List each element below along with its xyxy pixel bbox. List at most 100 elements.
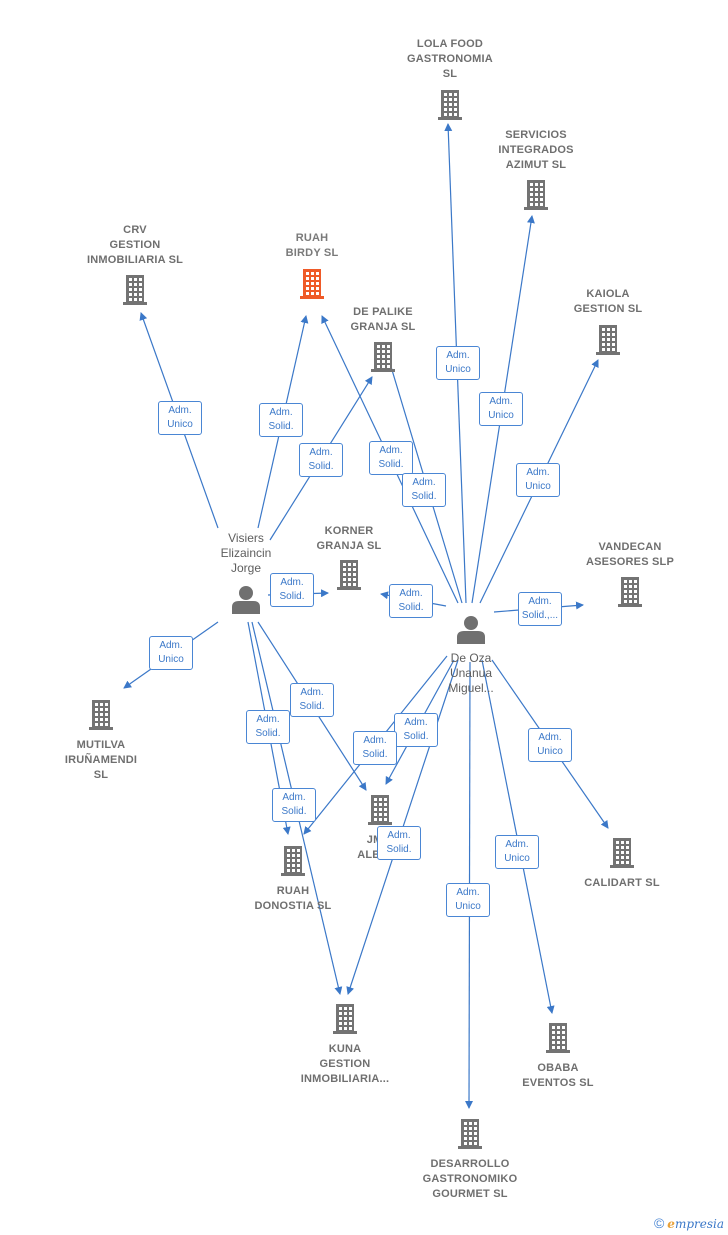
building-icon-jm[interactable] (368, 795, 392, 825)
company-label-line: GESTION (319, 1058, 371, 1070)
role-badge-deoza-jm[interactable]: Adm.Solid. (394, 713, 438, 747)
building-icon-de-palike[interactable] (371, 342, 395, 372)
role-badge-text: Adm. (282, 792, 306, 803)
company-label-line: GRANJA SL (316, 540, 382, 552)
company-label-line: ASESORES SLP (586, 556, 674, 568)
role-badge-text: Solid. (281, 806, 307, 817)
building-icon-ruah-donostia[interactable] (281, 846, 305, 876)
building-icon-mutilva[interactable] (89, 700, 113, 730)
role-badge-text: Unico (537, 746, 563, 757)
building-icon-obaba[interactable] (546, 1023, 570, 1053)
role-badge-text: Solid. (255, 728, 281, 739)
role-badge-text: Adm. (363, 735, 387, 746)
role-badge-visiers-kuna[interactable]: Adm. Solid. (272, 788, 316, 822)
role-badge-text: Unico (455, 901, 481, 912)
role-badge-deoza-servicios[interactable]: Adm.Unico (479, 392, 523, 426)
role-badge-visiers-korner[interactable]: Adm.Solid. (270, 573, 314, 607)
company-label-line: INTEGRADOS (498, 144, 574, 156)
building-icon-calidart[interactable] (610, 838, 634, 868)
role-badge-deoza-korner[interactable]: Adm. Solid. (389, 584, 433, 618)
company-label-line: GOURMET SL (432, 1188, 508, 1200)
role-badge-text: Solid. (308, 461, 334, 472)
company-label-line: RUAH (276, 885, 310, 897)
role-badge-deoza-lola[interactable]: Adm.Unico (436, 346, 480, 380)
building-icon-crv[interactable] (123, 275, 147, 305)
role-badge-visiers-ruah-donostia[interactable]: Adm.Solid. (246, 710, 290, 744)
role-badge-text: Adm. (505, 839, 529, 850)
role-badge-deoza-kaiola[interactable]: Adm.Unico (516, 463, 560, 497)
building-icon-korner[interactable] (337, 560, 361, 590)
building-icon-vandecan[interactable] (618, 577, 642, 607)
company-label-lola[interactable]: LOLA FOOD GASTRONOMIA SL (385, 37, 515, 82)
role-badge-text: Solid. (378, 459, 404, 470)
company-label-desarrollo[interactable]: DESARROLLO GASTRONOMIKO GOURMET SL (405, 1157, 535, 1202)
company-label-line: IRUÑAMENDI (64, 754, 138, 766)
role-badge-text: Solid. (386, 844, 412, 855)
role-badge-text: Adm. (526, 467, 550, 478)
brand-logo: empresia (667, 1217, 724, 1231)
role-badge-visiers-ruah-birdy[interactable]: Adm.Solid. (259, 403, 303, 437)
role-badge-text: Adm. (269, 407, 293, 418)
company-label-line: DESARROLLO (430, 1158, 510, 1170)
role-badge-visiers-crv[interactable]: Adm.Unico (158, 401, 202, 435)
role-badge-visiers-de-palike[interactable]: Adm. Solid. (299, 443, 343, 477)
company-label-line: BIRDY SL (285, 247, 339, 259)
company-label-line: EVENTOS SL (522, 1077, 594, 1089)
role-badge-text: Adm. (379, 445, 403, 456)
role-badge-deoza-ruah-donostia[interactable]: Adm. Solid. (353, 731, 397, 765)
role-badge-text: Adm. (159, 640, 183, 651)
building-icon-servicios[interactable] (524, 180, 548, 210)
company-label-calidart[interactable]: CALIDART SL (557, 876, 687, 891)
person-label-line: De Oza (450, 651, 492, 665)
building-icon-kuna[interactable] (333, 1004, 357, 1034)
building-icon-lola[interactable] (438, 90, 462, 120)
role-badge-text: Solid. (398, 602, 424, 613)
role-badge-text: Adm. (309, 447, 333, 458)
role-badge-deoza-calidart[interactable]: Adm.Unico (528, 728, 572, 762)
role-badge-deoza-ruah-birdy[interactable]: Adm. Solid. (369, 441, 413, 475)
role-badge-visiers-mutilva[interactable]: Adm.Unico (149, 636, 193, 670)
company-label-line: SL (442, 68, 458, 80)
role-badge-text: Adm. (168, 405, 192, 416)
role-badge-text: Adm. (399, 588, 423, 599)
building-icon-ruah-birdy[interactable] (300, 269, 324, 299)
role-badge-deoza-desarrollo[interactable]: Adm.Unico (446, 883, 490, 917)
company-label-line: LOLA FOOD (416, 38, 484, 50)
role-badge-text: Adm. (446, 350, 470, 361)
role-badge-text: Solid. (362, 749, 388, 760)
role-badge-text: Unico (488, 410, 514, 421)
company-label-ruah-birdy[interactable]: RUAH BIRDY SL (247, 231, 377, 261)
person-icon-visiers[interactable] (232, 586, 260, 614)
company-label-line: RUAH (295, 232, 329, 244)
company-label-line: GASTRONOMIKO (422, 1173, 518, 1185)
person-icon-deoza[interactable] (457, 616, 485, 644)
building-icon-desarrollo[interactable] (458, 1119, 482, 1149)
copyright-icon: © (653, 1215, 665, 1231)
building-icon-kaiola[interactable] (596, 325, 620, 355)
role-badge-deoza-de-palike[interactable]: Adm.Solid. (402, 473, 446, 507)
role-badge-deoza-vandecan[interactable]: Adm.Solid.,... (518, 592, 562, 626)
company-label-line: KORNER (324, 525, 374, 537)
company-label-korner[interactable]: KORNER GRANJA SL (284, 524, 414, 554)
company-label-line: GASTRONOMIA (407, 53, 493, 65)
role-badge-deoza-obaba[interactable]: Adm.Unico (495, 835, 539, 869)
company-label-line: SERVICIOS (505, 129, 567, 141)
role-badge-deoza-kuna[interactable]: Adm.Solid. (377, 826, 421, 860)
role-badge-text: Solid. (403, 731, 429, 742)
role-badge-text: Solid. (411, 491, 437, 502)
person-label-line: Visiers (228, 531, 264, 545)
person-label-line: Unanua (449, 666, 493, 680)
role-badge-visiers-jm[interactable]: Adm.Solid. (290, 683, 334, 717)
